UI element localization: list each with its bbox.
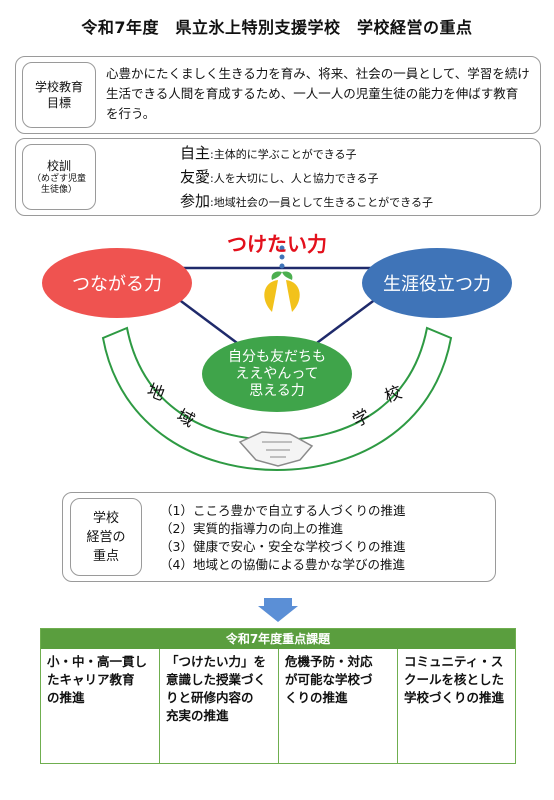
task-line: の推進 [47,690,85,705]
motto-head: 参加 [180,192,211,210]
focus-item: （3）健康で安心・安全な学校づくりの推進 [160,539,406,554]
center-line: ええやんって [235,365,319,382]
focus-label-line: 重点 [92,548,119,564]
goal-label-line: 学校教育 [34,80,83,94]
task-item-lessons: 「つけたい力」を 意識した授業づく りと研修内容の 充実の推進 [160,649,279,763]
motto-text: :地域社会の一員として生きることができる子 [210,196,433,209]
center-line: 思える力 [249,382,305,399]
connecting-power-ellipse: つながる力 [42,248,192,318]
focus-list: （1）こころ豊かで自立する人づくりの推進 （2）実質的指導力の向上の推進 （3）… [160,502,490,574]
motto-item: 参加:地域社会の一員として生きることができる子 [180,190,530,214]
community-school-arc [101,326,453,472]
task-line: 危機予防・対応 [285,654,373,669]
sprout-icon [264,245,300,312]
focus-label: 学校 経営の 重点 [70,498,142,576]
down-arrow-icon [258,598,298,622]
motto-item: 友愛:人を大切にし、人と協力できる子 [180,166,530,190]
motto-label-sub: （めざす児童 [31,174,86,184]
task-line: クールを核とした [404,672,505,687]
tasks-header: 令和7年度重点課題 [41,629,515,649]
goal-label: 学校教育 目標 [22,62,96,128]
task-item-career: 小・中・高一貫し たキャリア教育 の推進 [41,649,160,763]
motto-label-sub: 生徒像） [40,185,77,195]
motto-box [15,138,541,216]
focus-item: （2）実質的指導力の向上の推進 [160,521,343,536]
task-item-crisis: 危機予防・対応 が可能な学校づ くりの推進 [279,649,398,763]
handshake-icon [238,431,314,467]
diagram-title: つけたい力 [227,232,327,256]
motto-text: :主体的に学ぶことができる子 [210,148,357,161]
motto-head: 自主 [180,144,211,162]
page-title: 令和7年度 県立氷上特別支援学校 学校経営の重点 [81,18,473,37]
task-line: 充実の推進 [166,708,229,723]
task-line: 小・中・高一貫し [47,654,148,669]
task-line: りと研修内容の [166,690,254,705]
goal-label-line: 目標 [46,96,71,110]
task-line: くりの推進 [285,690,348,705]
task-line: たキャリア教育 [47,672,135,687]
focus-label-line: 経営の [86,529,126,545]
goal-text: 心豊かにたくましく生きる力を育み、将来、社会の一員として、学習を続け生活できる人… [106,66,530,121]
lifelong-power-ellipse: 生涯役立つ力 [362,248,512,318]
goal-box [15,56,541,134]
mutual-respect-ellipse: 自分も友だちも ええやんって 思える力 [202,336,352,412]
task-line: コミュニティ・ス [404,654,504,669]
task-line: が可能な学校づ [285,672,373,687]
lifelong-power-label: 生涯役立つ力 [383,274,491,295]
task-line: 学校づくりの推進 [404,690,505,705]
center-line: 自分も友だちも [228,348,326,365]
task-item-community: コミュニティ・ス クールを核とした 学校づくりの推進 [398,649,515,763]
task-line: 意識した授業づく [166,672,267,687]
motto-text: :人を大切にし、人と協力できる子 [210,172,379,185]
focus-item: （4）地域との協働による豊かな学びの推進 [160,557,405,572]
motto-head: 友愛 [180,168,211,186]
motto-label: 校訓 （めざす児童 生徒像） [22,144,96,210]
motto-label-main: 校訓 [46,159,71,173]
focus-label-line: 学校 [92,510,119,526]
tasks-row: 小・中・高一貫し たキャリア教育 の推進 「つけたい力」を 意識した授業づく り… [41,649,515,763]
tasks-table: 令和7年度重点課題 小・中・高一貫し たキャリア教育 の推進 「つけたい力」を … [40,628,516,764]
connecting-power-label: つながる力 [72,274,162,295]
focus-item: （1）こころ豊かで自立する人づくりの推進 [160,503,406,518]
task-line: 「つけたい力」を [166,654,267,669]
motto-item: 自主:主体的に学ぶことができる子 [180,142,530,166]
motto-list: 自主:主体的に学ぶことができる子 友愛:人を大切にし、人と協力できる子 参加:地… [180,142,530,214]
